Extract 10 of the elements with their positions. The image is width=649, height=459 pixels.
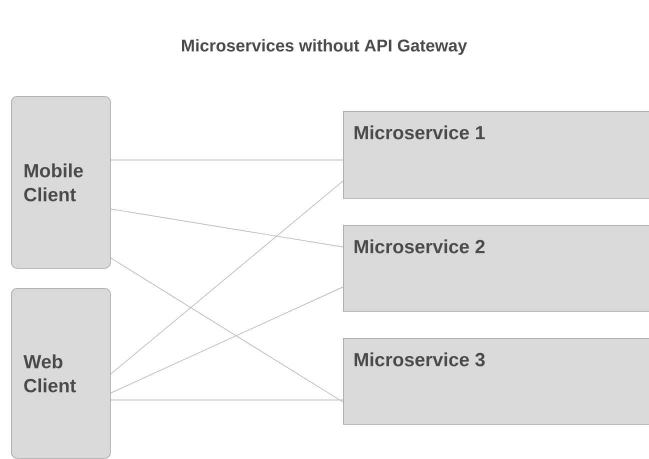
client-box: Web Client [11,288,111,459]
service-box: Microservice 2 [343,225,649,312]
connector-line [110,258,344,402]
connector-line [110,180,344,374]
connector-line [110,286,344,394]
connector-line [110,208,344,248]
service-box: Microservice 3 [343,338,649,425]
service-box: Microservice 1 [343,111,649,199]
client-box: Mobile Client [11,96,111,269]
title: Microservices without API Gateway [182,39,468,55]
